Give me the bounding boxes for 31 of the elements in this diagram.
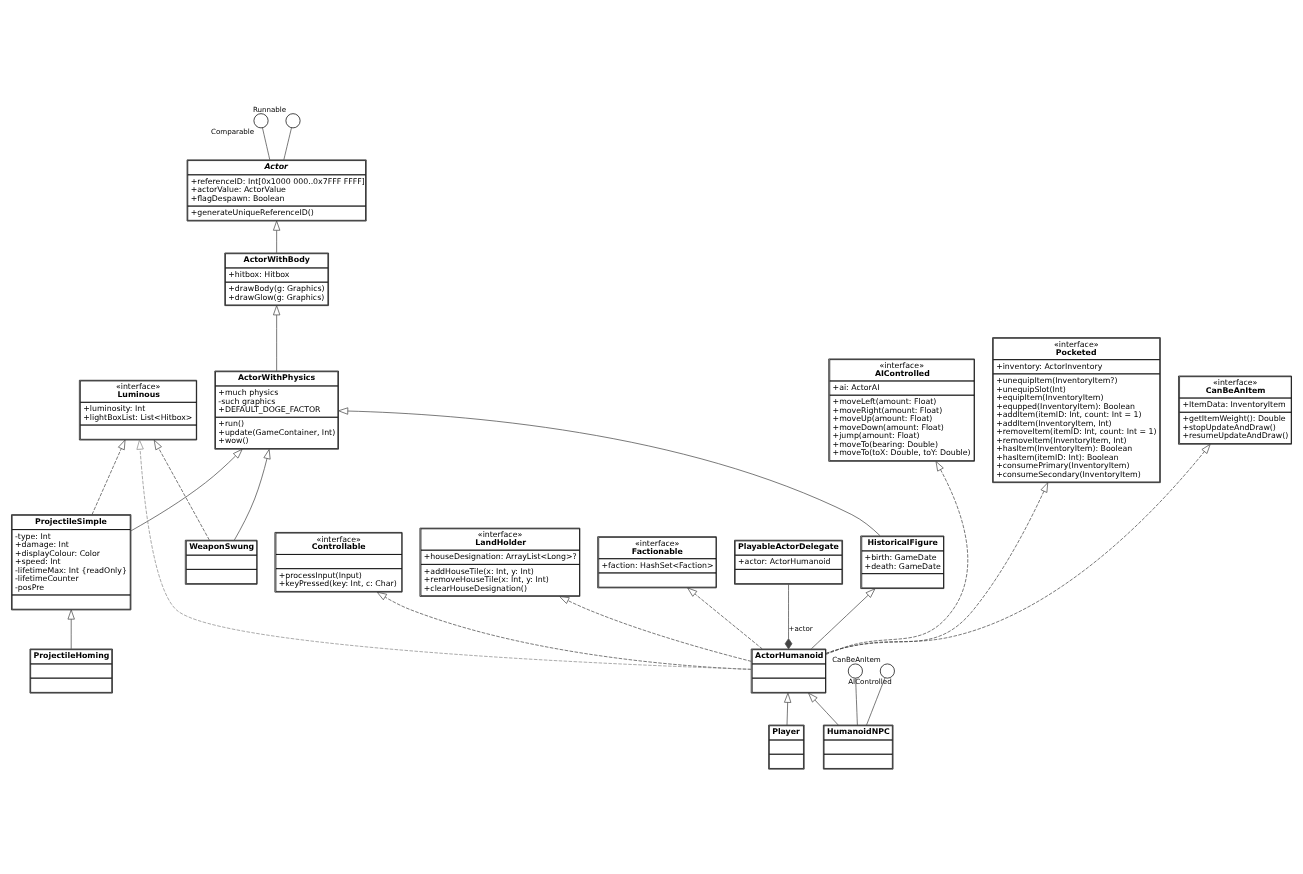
edge-label: +actor bbox=[788, 623, 813, 633]
arrow bbox=[136, 439, 752, 670]
arrow bbox=[808, 692, 839, 725]
connector bbox=[866, 677, 886, 725]
node-circle bbox=[847, 663, 863, 678]
connector bbox=[855, 677, 858, 725]
arrow bbox=[825, 443, 1211, 654]
connector bbox=[283, 127, 292, 160]
arrow bbox=[559, 595, 752, 662]
arrow bbox=[687, 587, 763, 649]
arrow bbox=[130, 448, 243, 531]
arrow bbox=[810, 587, 876, 649]
arrow bbox=[273, 304, 281, 371]
node-label: AIControlled bbox=[848, 676, 892, 686]
arrow bbox=[376, 591, 752, 670]
node-label: Comparable bbox=[211, 126, 255, 136]
node-circle bbox=[285, 112, 301, 128]
arrow bbox=[67, 609, 75, 649]
arrow bbox=[825, 460, 969, 655]
connector bbox=[784, 583, 793, 649]
node-label: CanBeAnItem bbox=[832, 654, 881, 664]
connector bbox=[262, 127, 271, 160]
arrow bbox=[338, 406, 881, 536]
arrow bbox=[233, 448, 271, 541]
arrow bbox=[784, 692, 792, 725]
node-circle bbox=[253, 112, 269, 128]
node-circle bbox=[879, 663, 895, 678]
node-label: Runnable bbox=[252, 104, 287, 114]
arrow bbox=[153, 439, 210, 540]
arrow bbox=[91, 439, 126, 515]
arrow bbox=[273, 220, 281, 253]
